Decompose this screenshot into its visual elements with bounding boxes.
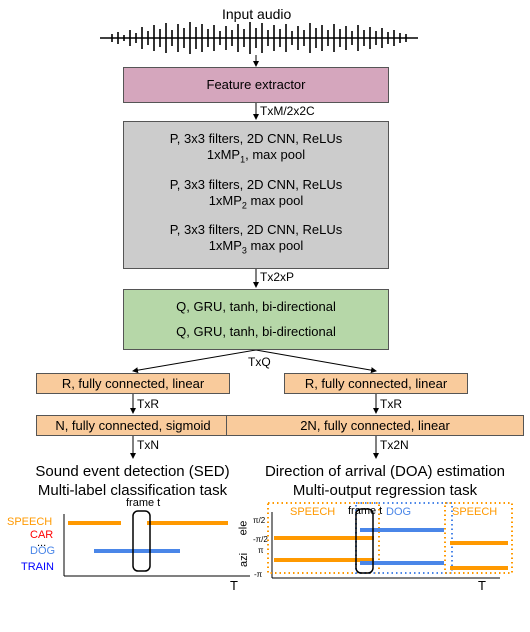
doa-speech-label: SPEECH [290, 506, 336, 518]
gru-layer-1: Q, GRU, tanh, bi-directional [176, 299, 336, 314]
doa-ele-axis-label: ele [237, 520, 250, 536]
doa-fc1-box: R, fully connected, linear [284, 373, 468, 394]
doa-title-line-1: Direction of arrival (DOA) estimation [264, 463, 506, 480]
doa-fc1-label: R, fully connected, linear [304, 375, 448, 391]
doa-time-axis-label: T [478, 578, 486, 593]
doa-tick-pi: π [258, 546, 264, 555]
sed-frame-label: frame t [126, 497, 161, 509]
sed-title-line-1: Sound event detection (SED) [35, 463, 230, 480]
doa-speech-region-1 [267, 502, 380, 574]
doa-tick-pi-half: π/2 [253, 516, 266, 525]
gru-layer-2: Q, GRU, tanh, bi-directional [176, 324, 336, 339]
doa-plot [267, 502, 513, 579]
sed-fc2-box: N, fully connected, sigmoid [36, 415, 230, 436]
doa-speech-region-2 [444, 502, 513, 574]
input-audio-waveform [100, 22, 418, 54]
cnn-block-1: P, 3x3 filters, 2D CNN, ReLUs 1xMP1, max… [170, 131, 342, 168]
sed-fc2-label: N, fully connected, sigmoid [55, 417, 211, 433]
sed-class-speech: SPEECH [7, 516, 53, 528]
doa-frame-label: frame t [348, 505, 383, 517]
doa-speech-label-2: SPEECH [452, 506, 498, 518]
gru-box: Q, GRU, tanh, bi-directional Q, GRU, tan… [123, 289, 389, 350]
cnn-block-2-line: P, 3x3 filters, 2D CNN, ReLUs [169, 176, 343, 192]
arrow-gru-to-sed [132, 349, 257, 374]
doa-edge-label-2: Tx2N [380, 438, 409, 452]
sed-title: Sound event detection (SED) Multi-label … [0, 462, 265, 500]
feature-extractor-box: Feature extractor [123, 67, 389, 103]
sed-plot [63, 510, 250, 577]
sed-title-line-2: Multi-label classification task [37, 482, 228, 499]
sed-class-car: CAR [30, 529, 54, 541]
doa-tick-neg-pi: -π [254, 570, 263, 579]
edge-label-feature-cnn: TxM/2x2C [260, 104, 315, 118]
doa-edge-label-1: TxR [380, 397, 402, 411]
arrow-gru-to-doa [255, 349, 377, 374]
cnn-block-2-pool: 1xMP2 max pool [208, 192, 304, 211]
cnn-block-2: P, 3x3 filters, 2D CNN, ReLUs 1xMP2 max … [170, 177, 342, 214]
edge-label-gru-split: TxQ [248, 355, 271, 369]
doa-title-line-2: Multi-output regression task [292, 482, 478, 499]
edge-label-cnn-gru: Tx2xP [260, 270, 295, 284]
doa-title: Direction of arrival (DOA) estimation Mu… [255, 462, 515, 500]
input-audio-label: Input audio [222, 6, 292, 22]
sed-class-train: TRAIN [21, 561, 54, 573]
cnn-box: P, 3x3 filters, 2D CNN, ReLUs 1xMP1, max… [123, 121, 389, 269]
sed-edge-label-2: TxN [137, 438, 159, 452]
sed-fc1-box: R, fully connected, linear [36, 373, 230, 394]
doa-tick-neg-pi-half: -π/2 [253, 535, 268, 544]
doa-azi-axis-label: azi [238, 552, 251, 568]
sed-time-axis-label: T [230, 578, 238, 593]
cnn-block-3-pool: 1xMP3 max pool [208, 238, 304, 256]
doa-fc2-box: 2N, fully connected, linear [226, 415, 524, 436]
doa-fc2-label: 2N, fully connected, linear [300, 417, 450, 433]
doa-frame-box [355, 508, 374, 574]
sed-edge-label-1: TxR [137, 397, 159, 411]
sed-class-ellipsis: ... [37, 537, 47, 549]
cnn-block-3: P, 3x3 filters, 2D CNN, ReLUs 1xMP3 max … [170, 222, 342, 259]
cnn-block-1-pool: 1xMP1, max pool [206, 147, 306, 165]
sed-class-dog: DOG [30, 545, 56, 557]
sed-frame-box [132, 510, 151, 572]
cnn-block-1-line: P, 3x3 filters, 2D CNN, ReLUs [169, 131, 343, 147]
feature-extractor-label: Feature extractor [206, 77, 306, 92]
sed-fc1-label: R, fully connected, linear [61, 375, 205, 391]
doa-dog-label: DOG [386, 506, 412, 518]
cnn-block-3-line: P, 3x3 filters, 2D CNN, ReLUs [169, 222, 343, 238]
